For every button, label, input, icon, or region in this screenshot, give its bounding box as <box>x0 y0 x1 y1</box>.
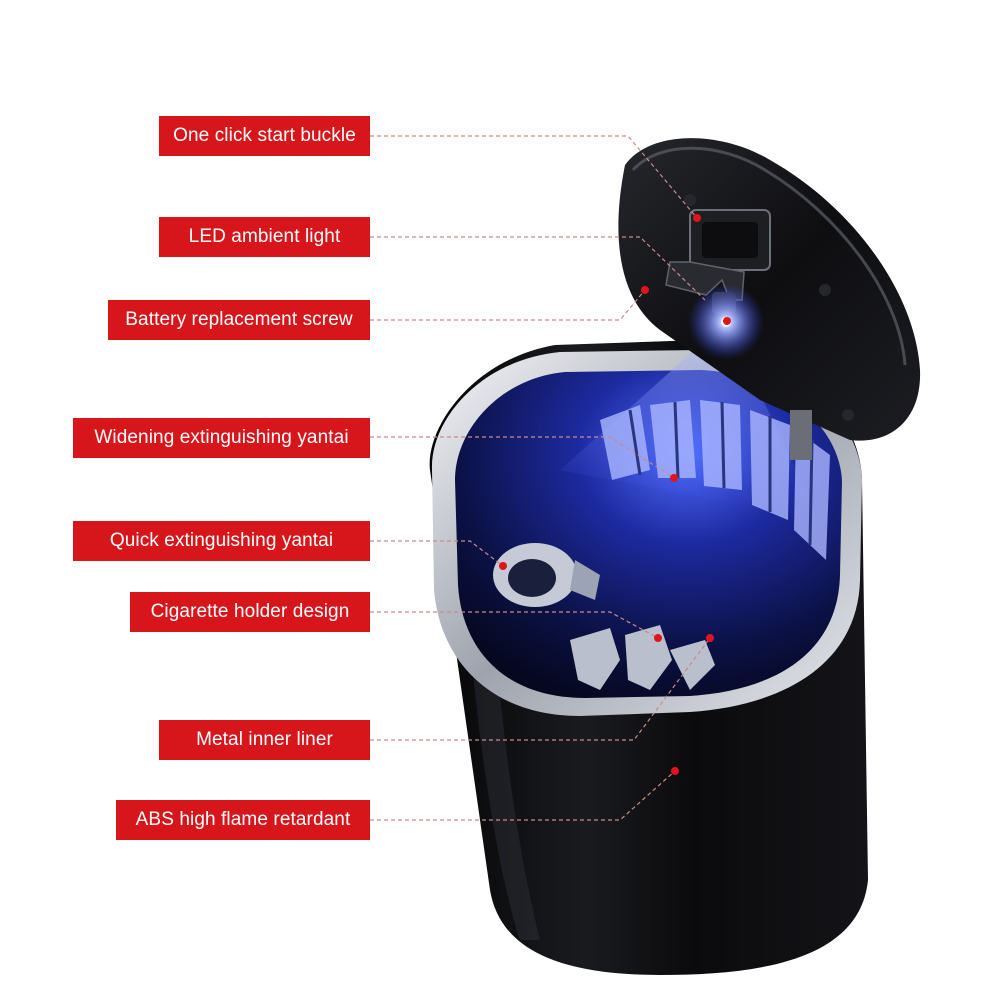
marker-screw <box>641 286 649 294</box>
label-cigarette-holder-design: Cigarette holder design <box>130 592 370 632</box>
label-led-ambient-light: LED ambient light <box>159 217 370 257</box>
annotation-markers <box>499 214 731 775</box>
body-highlight <box>470 640 540 940</box>
label-widening-extinguishing-yantai: Widening extinguishing yantai <box>73 418 370 458</box>
label-quick-extinguishing-yantai: Quick extinguishing yantai <box>73 521 370 561</box>
label-one-click-start-buckle: One click start buckle <box>159 116 370 156</box>
marker-abs <box>671 767 679 775</box>
marker-buckle <box>693 214 701 222</box>
label-abs-high-flame-retardant: ABS high flame retardant <box>116 800 370 840</box>
label-metal-inner-liner: Metal inner liner <box>159 720 370 760</box>
marker-widening <box>670 474 678 482</box>
marker-holder <box>654 634 662 642</box>
marker-liner <box>706 634 714 642</box>
label-battery-replacement-screw: Battery replacement screw <box>108 300 370 340</box>
lid-rim-shine <box>631 146 907 366</box>
quick-extinguish-cup <box>493 543 600 607</box>
lid-screw <box>819 284 831 296</box>
lid-screw <box>842 409 854 421</box>
leader-lines <box>370 135 711 821</box>
lid-screw <box>684 194 696 206</box>
marker-quick <box>499 562 507 570</box>
marker-led <box>723 317 731 325</box>
lid-hinge <box>790 410 812 460</box>
